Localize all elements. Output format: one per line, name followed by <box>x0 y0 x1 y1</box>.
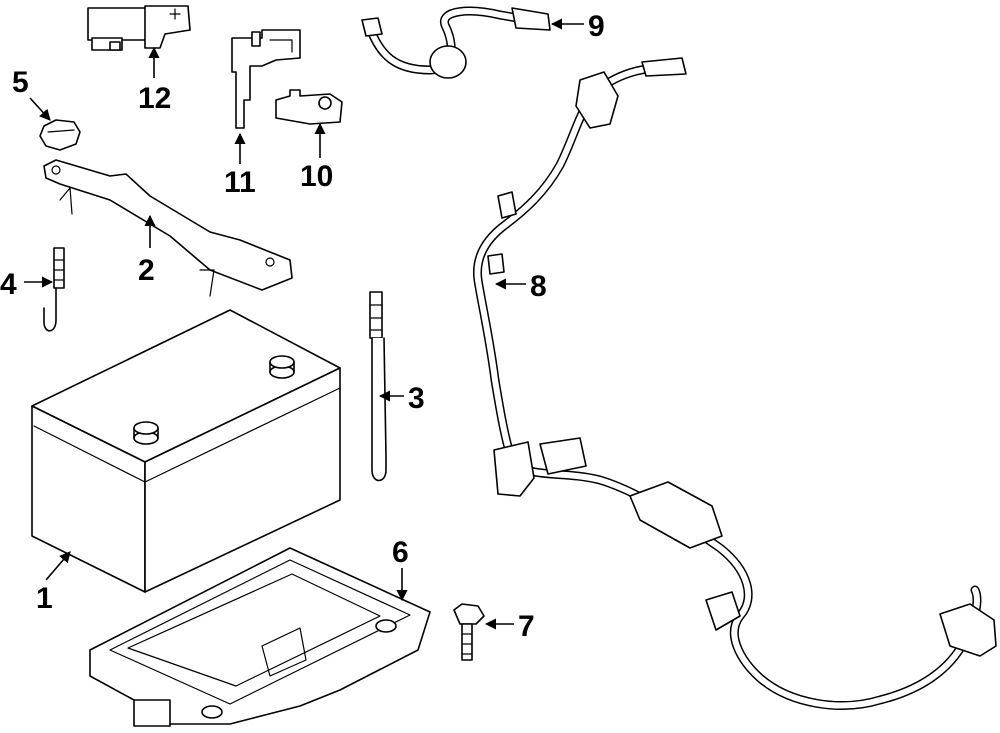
part-3-j-bolt[interactable] <box>369 291 387 482</box>
callout-7: 7 <box>518 610 535 643</box>
callout-12: 12 <box>138 82 171 115</box>
leader-1 <box>45 551 71 581</box>
part-5-nut[interactable] <box>39 119 81 151</box>
part-1-battery[interactable] <box>31 309 341 593</box>
callout-4: 4 <box>0 268 17 301</box>
part-7-bolt[interactable] <box>453 603 485 661</box>
callout-11: 11 <box>224 166 256 199</box>
callout-2: 2 <box>138 254 155 287</box>
callout-8: 8 <box>530 270 547 303</box>
part-12-connector[interactable] <box>87 5 191 51</box>
callout-5: 5 <box>12 66 29 99</box>
callout-6: 6 <box>392 536 409 569</box>
leader-5 <box>29 97 51 121</box>
part-11-bracket[interactable] <box>231 29 301 129</box>
part-9-cable[interactable] <box>361 6 551 79</box>
callout-labels: 1 2 3 4 5 6 7 8 9 10 11 12 <box>0 10 605 643</box>
part-8-harness[interactable] <box>472 57 997 710</box>
callout-9: 9 <box>588 10 605 43</box>
part-4-j-bolt[interactable] <box>43 247 65 332</box>
callout-10: 10 <box>300 160 333 193</box>
part-6-tray[interactable] <box>89 547 431 727</box>
part-2-hold-down[interactable] <box>43 159 293 297</box>
callout-1: 1 <box>36 582 53 615</box>
callout-3: 3 <box>408 382 425 415</box>
leader-lines <box>24 18 584 630</box>
part-10-clamp[interactable] <box>275 89 343 125</box>
